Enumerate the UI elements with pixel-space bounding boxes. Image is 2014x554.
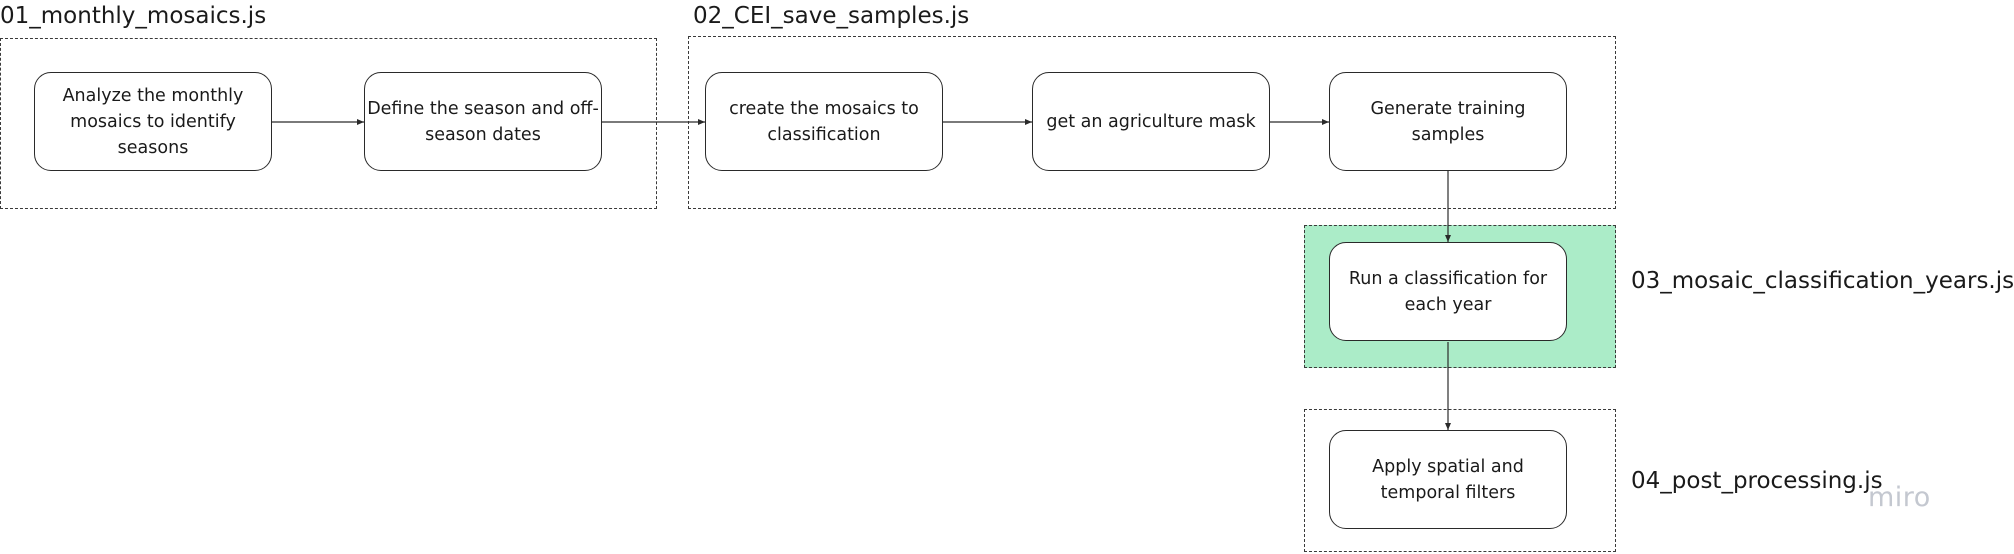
node-create-mosaics-text: create the mosaics to classification	[729, 98, 919, 145]
group-label-04: 04_post_processing.js	[1631, 468, 1883, 494]
node-run-classification-text: Run a classification for each year	[1348, 268, 1548, 315]
group-label-01: 01_monthly_mosaics.js	[0, 3, 267, 29]
node-agriculture-mask-text: get an agriculture mask	[1046, 111, 1256, 132]
node-analyze-monthly-mosaics-text: Analyze the monthly mosaics to identify …	[62, 85, 244, 158]
node-define-season-dates-text: Define the season and off-season dates	[367, 98, 599, 145]
group-label-02: 02_CEI_save_samples.js	[693, 3, 970, 29]
node-generate-training-samples-text: Generate training samples	[1370, 98, 1526, 145]
group-post-processing	[1304, 409, 1616, 552]
node-create-mosaics[interactable]: create the mosaics to classification	[705, 72, 943, 171]
node-define-season-dates[interactable]: Define the season and off-season dates	[364, 72, 602, 171]
node-apply-filters[interactable]: Apply spatial and temporal filters	[1329, 430, 1567, 529]
node-generate-training-samples[interactable]: Generate training samples	[1329, 72, 1567, 171]
node-run-classification[interactable]: Run a classification for each year	[1329, 242, 1567, 341]
node-apply-filters-text: Apply spatial and temporal filters	[1372, 456, 1524, 503]
group-label-03: 03_mosaic_classification_years.js	[1631, 268, 2014, 294]
miro-watermark: miro	[1868, 482, 1931, 513]
node-analyze-monthly-mosaics[interactable]: Analyze the monthly mosaics to identify …	[34, 72, 272, 171]
group-monthly-mosaics	[0, 38, 657, 209]
node-agriculture-mask[interactable]: get an agriculture mask	[1032, 72, 1270, 171]
